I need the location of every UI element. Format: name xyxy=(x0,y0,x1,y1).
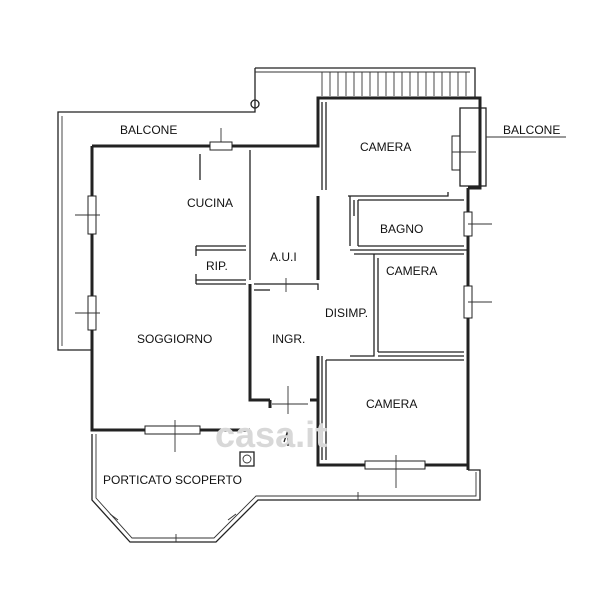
windows-bottom xyxy=(144,420,426,488)
windows-left xyxy=(75,195,100,331)
label-bagno: BAGNO xyxy=(380,222,423,236)
label-camera-2: CAMERA xyxy=(386,264,437,278)
kitchen-walls xyxy=(195,150,270,402)
label-balcone-left: BALCONE xyxy=(120,123,177,137)
window-top-kitchen xyxy=(209,128,233,151)
label-disimp: DISIMP. xyxy=(325,306,368,320)
balcony-left-outline xyxy=(57,67,476,351)
balcony-right xyxy=(459,107,566,187)
watermark: casa.it xyxy=(215,414,327,455)
label-porticato: PORTICATO SCOPERTO xyxy=(103,473,242,487)
label-cucina: CUCINA xyxy=(187,196,233,210)
label-rip: RIP. xyxy=(206,259,228,273)
label-camera-3: CAMERA xyxy=(366,397,417,411)
entrance xyxy=(268,386,318,446)
stair-hatch xyxy=(321,72,467,96)
porticato-outline xyxy=(91,434,481,543)
bedroom-walls xyxy=(321,102,468,460)
exterior-walls xyxy=(90,96,482,470)
drain-icon xyxy=(250,99,260,109)
aui-walls xyxy=(254,278,319,292)
label-soggiorno: SOGGIORNO xyxy=(137,332,212,346)
label-camera-1: CAMERA xyxy=(360,140,411,154)
label-balcone-right: BALCONE xyxy=(503,123,560,137)
label-aui: A.U.I xyxy=(270,250,297,264)
label-ingr: INGR. xyxy=(272,332,305,346)
